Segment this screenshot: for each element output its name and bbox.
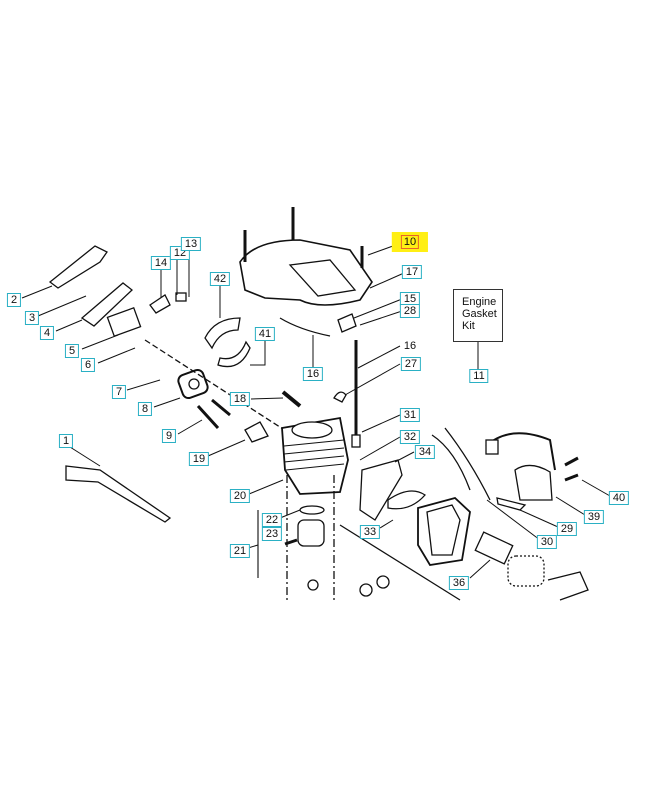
part-label-10-text: 10 (400, 235, 420, 249)
part-label-28[interactable]: 28 (399, 304, 421, 318)
part-label-41[interactable]: 41 (254, 327, 276, 341)
part-label-21[interactable]: 21 (229, 544, 251, 558)
part-label-27[interactable]: 27 (400, 357, 422, 371)
part-label-16-plain: 16 (403, 340, 417, 352)
part-label-36[interactable]: 36 (448, 576, 470, 590)
part-label-8[interactable]: 8 (137, 402, 153, 416)
part-label-17[interactable]: 17 (401, 265, 423, 279)
part-label-10-highlighted[interactable]: 10 (391, 232, 429, 252)
part-label-31[interactable]: 31 (399, 408, 421, 422)
part-label-16[interactable]: 16 (302, 367, 324, 381)
part-label-33[interactable]: 33 (359, 525, 381, 539)
part-label-15[interactable]: 15 (399, 292, 421, 306)
part-label-19[interactable]: 19 (188, 452, 210, 466)
part-label-1[interactable]: 1 (58, 434, 74, 448)
part-label-14[interactable]: 14 (150, 256, 172, 270)
part-label-4[interactable]: 4 (39, 326, 55, 340)
part-2-shape (48, 245, 108, 289)
part-label-7[interactable]: 7 (111, 385, 127, 399)
kit-line-3: Kit (462, 320, 475, 332)
part-label-18[interactable]: 18 (229, 392, 251, 406)
part-label-11[interactable]: 11 (469, 369, 489, 383)
kit-line-1: Engine (462, 296, 497, 308)
part-label-42[interactable]: 42 (209, 272, 231, 286)
part-label-34[interactable]: 34 (414, 445, 436, 459)
part-label-40[interactable]: 40 (608, 491, 630, 505)
part-label-22[interactable]: 22 (261, 513, 283, 527)
part-label-9[interactable]: 9 (161, 429, 177, 443)
part-label-30[interactable]: 30 (536, 535, 558, 549)
part-label-23[interactable]: 23 (261, 527, 283, 541)
part-label-29[interactable]: 29 (556, 522, 578, 536)
part-label-6[interactable]: 6 (80, 358, 96, 372)
part-label-20[interactable]: 20 (229, 489, 251, 503)
part-label-2[interactable]: 2 (6, 293, 22, 307)
part-label-39[interactable]: 39 (583, 510, 605, 524)
engine-gasket-kit-box: Engine Gasket Kit (453, 289, 503, 342)
part-label-3[interactable]: 3 (24, 311, 40, 325)
part-label-32[interactable]: 32 (399, 430, 421, 444)
part-label-5[interactable]: 5 (64, 344, 80, 358)
kit-line-2: Gasket (462, 308, 497, 320)
part-label-13[interactable]: 13 (180, 237, 202, 251)
